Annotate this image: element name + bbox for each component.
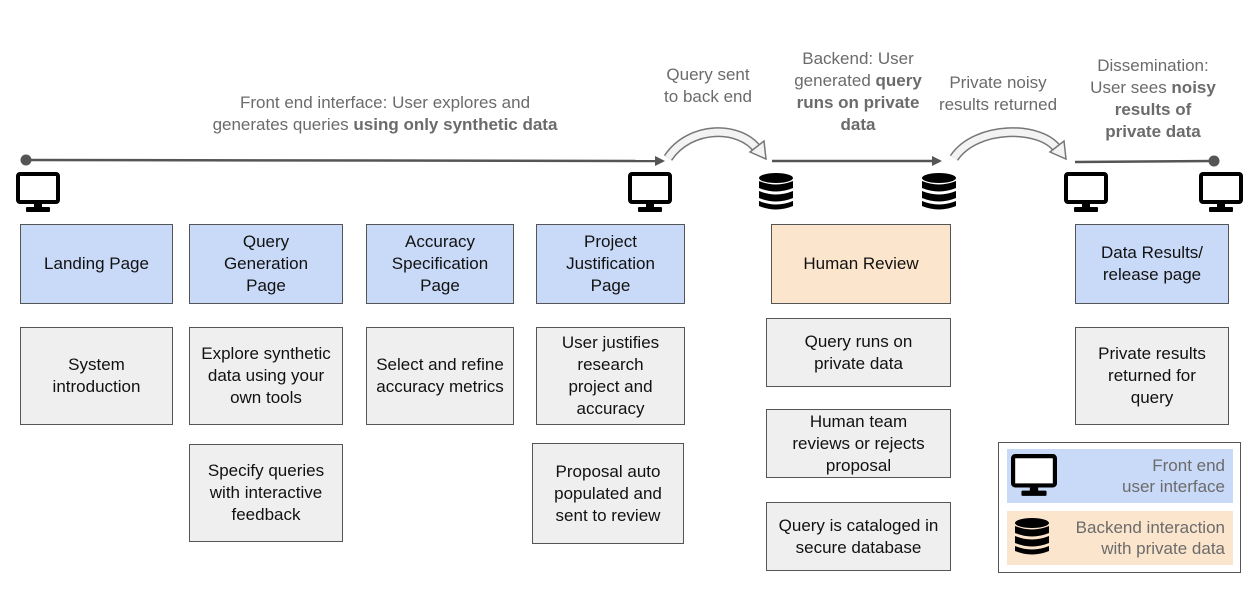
specify-queries-box: Specify queries with interactive feedbac… xyxy=(189,444,343,542)
backend-label: Backend: User generated query runs on pr… xyxy=(770,48,946,136)
monitor-icon xyxy=(1064,172,1108,212)
user-justifies-box: User justifies research project and accu… xyxy=(536,327,685,425)
query-sent-line1: Query sent xyxy=(666,65,750,84)
frontend-label: Front end interface: User explores and g… xyxy=(170,92,600,136)
dissemination-bold1: noisy xyxy=(1171,78,1216,97)
database-icon xyxy=(759,173,793,210)
legend: Front end user interface Backend interac… xyxy=(998,442,1241,573)
data-results-page-label: Data Results/ release page xyxy=(1100,243,1204,284)
backend-label-bold1: query xyxy=(875,71,922,90)
select-refine-text: Select and refine accuracy metrics xyxy=(376,355,504,396)
frontend-label-line1: Front end interface: User explores and xyxy=(239,93,531,112)
legend-frontend-line1: Front end xyxy=(1152,456,1225,475)
private-noisy-label: Private noisy results returned xyxy=(925,72,1071,116)
private-noisy-line1: Private noisy xyxy=(949,73,1047,92)
backend-label-bold3: data xyxy=(840,115,876,134)
legend-frontend: Front end user interface xyxy=(1007,449,1233,503)
dissemination-line2: User sees xyxy=(1090,78,1172,97)
query-generation-page-box: Query Generation Page xyxy=(189,224,343,304)
frontend-label-line2: generates queries xyxy=(212,115,354,134)
proposal-auto-text: Proposal auto populated and sent to revi… xyxy=(554,461,662,525)
query-runs-text: Query runs on private data xyxy=(804,331,913,373)
frontend-label-bold: using only synthetic data xyxy=(353,115,558,134)
landing-page-box: Landing Page xyxy=(20,224,173,304)
private-noisy-line2: results returned xyxy=(938,95,1058,114)
monitor-icon xyxy=(1011,454,1057,496)
specify-queries-text: Specify queries with interactive feedbac… xyxy=(207,461,325,524)
query-sent-line2: to back end xyxy=(664,87,752,106)
landing-page-label: Landing Page xyxy=(44,254,149,273)
private-results-text: Private results returned for query xyxy=(1098,344,1206,407)
dissemination-bold2: results of xyxy=(1114,100,1192,119)
query-cataloged-text: Query is cataloged in secure database xyxy=(778,515,939,557)
private-results-box: Private results returned for query xyxy=(1075,327,1229,425)
timeline-end-dot xyxy=(1208,155,1220,167)
query-sent-label: Query sent to back end xyxy=(648,64,768,108)
query-generation-page-label: Query Generation Page xyxy=(223,232,309,295)
project-justification-page-box: Project Justification Page xyxy=(536,224,685,304)
human-review-label: Human Review xyxy=(803,254,919,273)
human-review-box: Human Review xyxy=(771,224,951,304)
dissemination-bold3: private data xyxy=(1105,122,1201,141)
human-team-box: Human team reviews or rejects proposal xyxy=(766,409,951,478)
dissemination-label: Dissemination: User sees noisy results o… xyxy=(1076,55,1230,143)
monitor-icon xyxy=(628,172,672,212)
monitor-icon xyxy=(1199,172,1243,212)
system-intro-text: System introduction xyxy=(52,355,141,396)
backend-label-line2: generated xyxy=(794,71,876,90)
frontend-arrow xyxy=(25,155,665,166)
dissemination-line xyxy=(1074,159,1215,164)
user-justifies-text: User justifies research project and accu… xyxy=(561,333,660,418)
backend-label-bold2: runs on private xyxy=(796,93,920,112)
legend-backend-line2: with private data xyxy=(1101,539,1225,558)
legend-frontend-line2: user interface xyxy=(1122,477,1225,496)
legend-backend: Backend interaction with private data xyxy=(1007,511,1233,565)
curved-arrow-icon xyxy=(949,127,1067,162)
select-refine-box: Select and refine accuracy metrics xyxy=(366,327,514,425)
backend-label-line1: Backend: User xyxy=(802,49,914,68)
monitor-icon xyxy=(16,172,60,212)
accuracy-specification-page-box: Accuracy Specification Page xyxy=(366,224,514,304)
project-justification-page-label: Project Justification Page xyxy=(566,232,655,295)
database-icon xyxy=(1015,518,1049,555)
explore-synthetic-box: Explore synthetic data using your own to… xyxy=(189,327,343,425)
proposal-auto-box: Proposal auto populated and sent to revi… xyxy=(532,443,684,544)
system-intro-box: System introduction xyxy=(20,327,173,425)
curved-arrow-icon xyxy=(663,127,767,162)
dissemination-line1: Dissemination: xyxy=(1097,56,1209,75)
accuracy-specification-page-label: Accuracy Specification Page xyxy=(391,232,489,295)
database-icon xyxy=(922,173,956,210)
legend-backend-line1: Backend interaction xyxy=(1075,518,1225,537)
human-team-text: Human team reviews or rejects proposal xyxy=(792,411,925,475)
query-runs-box: Query runs on private data xyxy=(766,318,951,387)
query-cataloged-box: Query is cataloged in secure database xyxy=(766,502,951,571)
data-results-page-box: Data Results/ release page xyxy=(1075,224,1229,304)
explore-synthetic-text: Explore synthetic data using your own to… xyxy=(201,344,331,407)
